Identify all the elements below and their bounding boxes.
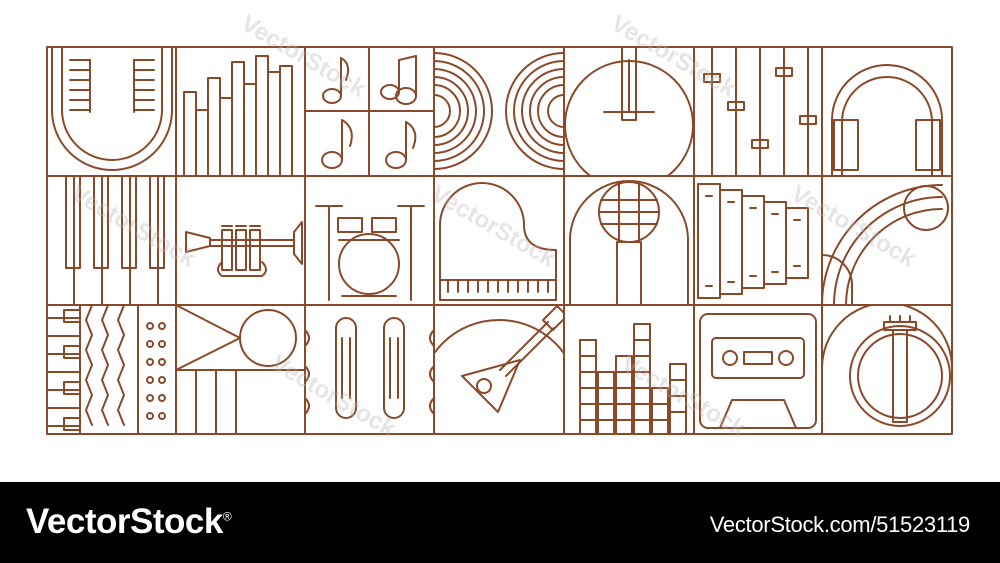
grand-piano-icon: [439, 182, 557, 301]
brand-name: VectorStock: [26, 502, 223, 541]
speaker-icon: [175, 304, 306, 435]
vinyl-records-icon: [434, 52, 564, 170]
registered-mark: ®: [222, 509, 232, 524]
music-notes-icon: [304, 46, 435, 177]
cassette-icon: [699, 313, 817, 429]
image-id: VectorStock.com/51523119: [709, 512, 971, 537]
accordion-icon: [46, 304, 166, 435]
microphone-icon: [51, 47, 173, 171]
karaoke-microphone-icon: [569, 180, 689, 306]
drum-kit-icon: [315, 205, 425, 301]
guitar-icon: [564, 47, 694, 176]
mixer-sliders-icon: [703, 46, 817, 177]
music-instruments-illustration: [46, 46, 953, 435]
brand-logo: VectorStock®: [26, 502, 232, 542]
footer-bar: VectorStock® VectorStock.com/51523119: [0, 482, 1000, 563]
headphones-icon: [831, 64, 943, 177]
banjo-icon: [822, 305, 952, 427]
frame: [46, 46, 953, 435]
xylophone-icon: [697, 183, 809, 299]
trumpet-icon: [185, 221, 303, 277]
sound-bars-icon: [579, 323, 687, 435]
tuba-icon: [822, 184, 949, 305]
maracas-icon: [304, 317, 435, 419]
equalizer-icon: [183, 55, 293, 177]
piano-keys-icon: [65, 175, 165, 306]
balalaika-icon: [434, 305, 564, 413]
